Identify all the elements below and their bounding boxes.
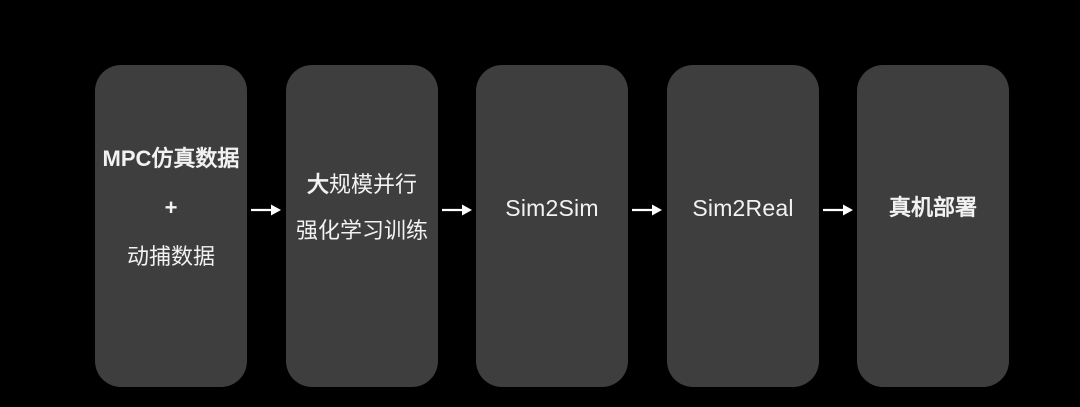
arrow-right-icon [631, 203, 663, 217]
flow-node-real-deployment: 真机部署 [857, 65, 1009, 387]
node-label: 真机部署 [888, 195, 977, 220]
flow-node-training-data: MPC仿真数据 + 动捕数据 [95, 65, 247, 387]
node-line-rest: 规模并行 [329, 172, 418, 197]
flow-node-sim2real: Sim2Real [667, 65, 819, 387]
node-line-emphasis: 大 [306, 172, 329, 197]
arrow-right-icon [441, 203, 473, 217]
flow-node-sim2sim: Sim2Sim [476, 65, 628, 387]
node-label: Sim2Real [692, 195, 794, 221]
node-line: 强化学习训练 [295, 218, 428, 243]
plus-separator: + [164, 195, 178, 220]
arrow-right-icon [250, 203, 282, 217]
node-line: MPC仿真数据 [102, 146, 240, 171]
flow-node-rl-training: 大规模并行 强化学习训练 [286, 65, 438, 387]
arrow-right-icon [822, 203, 854, 217]
node-line: 大规模并行 [307, 172, 417, 198]
node-label: Sim2Sim [505, 195, 599, 221]
node-line: 动捕数据 [126, 244, 215, 269]
